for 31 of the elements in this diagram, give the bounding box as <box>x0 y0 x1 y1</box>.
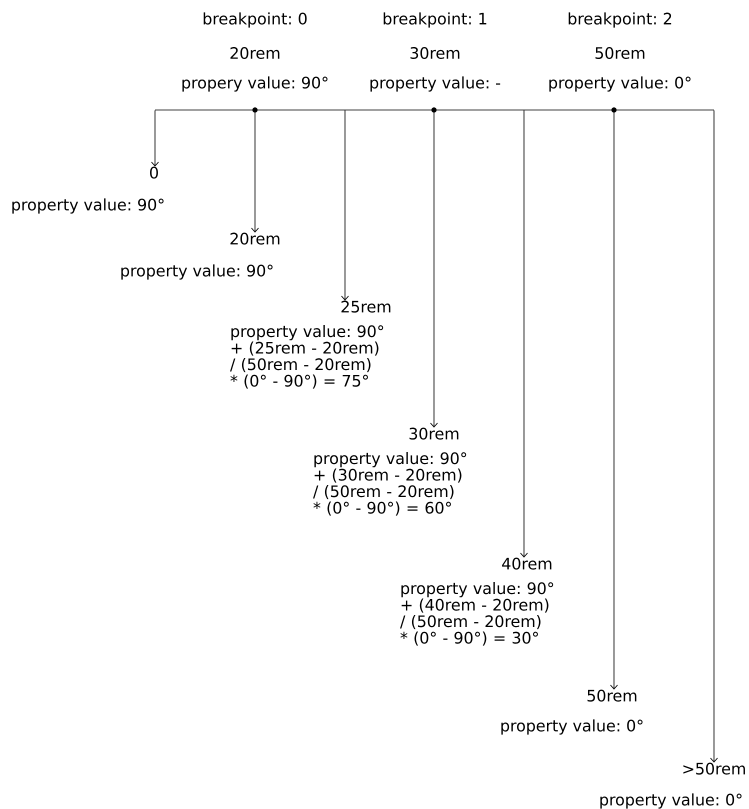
breakpoint-label: property value: 0° <box>549 76 691 92</box>
arrow <box>610 110 618 690</box>
breakpoint-label: breakpoint: 2 <box>568 12 672 28</box>
width-label: >50rem <box>683 762 745 775</box>
arrow <box>151 110 159 167</box>
property-value-text: property value: 0° <box>501 719 643 735</box>
arrow <box>251 110 259 233</box>
breakpoint-label: propery value: 90° <box>182 76 328 92</box>
property-value-text: property value: 0° <box>600 793 742 809</box>
arrow <box>341 110 349 301</box>
formula-text: property value: 90° + (40rem - 20rem) / (50rem - 20rem) * (0° - 90°) = 30° <box>400 582 554 646</box>
breakpoint-label: breakpoint: 1 <box>384 12 486 28</box>
width-label: 30rem <box>410 428 458 440</box>
width-label: 25rem <box>341 300 390 313</box>
property-value-text: property value: 90° <box>12 198 164 214</box>
breakpoint-label: 50rem <box>596 47 644 59</box>
width-label: 20rem <box>230 232 280 245</box>
width-label: 50rem <box>588 690 636 702</box>
arrow <box>520 110 528 558</box>
breakpoint-label: 30rem <box>410 47 460 59</box>
width-label: 0 <box>150 166 158 179</box>
breakpoint-label: 20rem <box>230 47 280 59</box>
arrow <box>710 110 718 763</box>
arrow <box>430 110 438 428</box>
width-label: 40rem <box>502 558 552 570</box>
breakpoint-label: breakpoint: 0 <box>204 12 307 28</box>
formula-text: property value: 90° + (30rem - 20rem) / (50rem - 20rem) * (0° - 90°) = 60° <box>313 452 466 516</box>
breakpoint-label: property value: - <box>370 76 500 92</box>
axis-line <box>155 107 714 113</box>
formula-text: property value: 90° + (25rem - 20rem) / (50rem - 20rem) * (0° - 90°) = 75° <box>230 325 384 389</box>
property-value-text: property value: 90° <box>121 264 273 280</box>
